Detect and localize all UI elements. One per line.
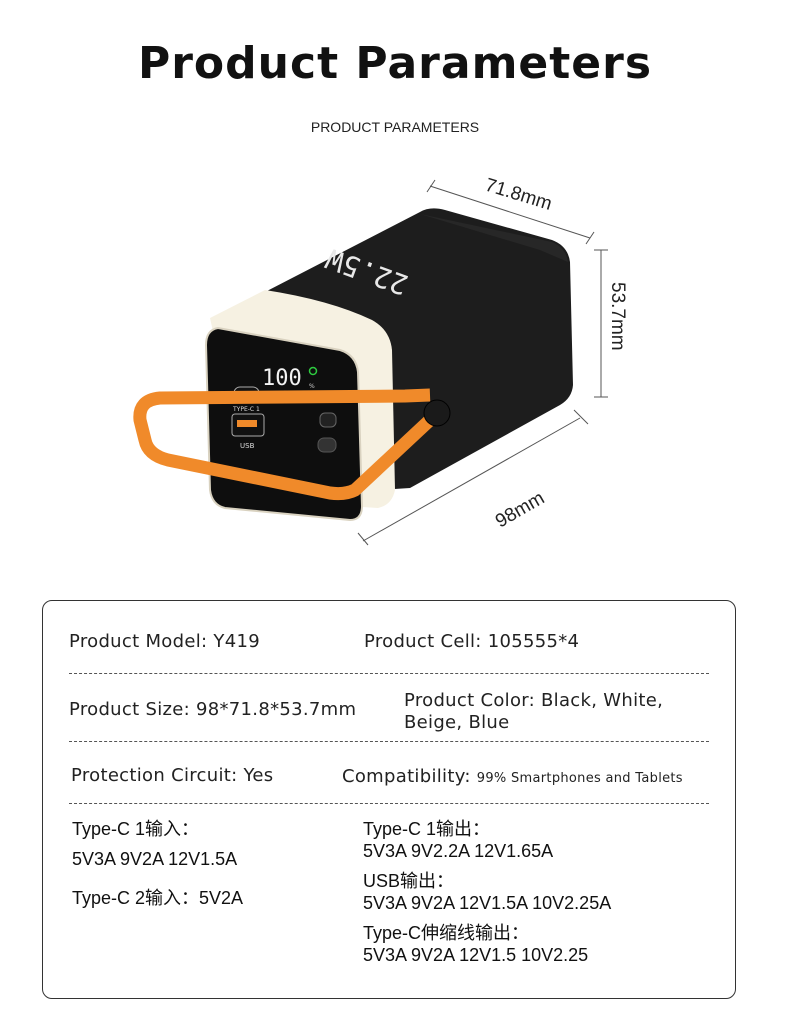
- charging-indicator-icon: [308, 366, 318, 376]
- dimension-length-label: 98mm: [492, 488, 548, 533]
- orange-handle: [133, 388, 435, 501]
- compat-value: 99% Smartphones and Tablets: [476, 771, 683, 786]
- battery-percent-display: 100: [262, 366, 302, 391]
- io-output-c1-values: 5V3A 9V2.2A 12V1.65A: [363, 841, 554, 861]
- spec-protection: Protection Circuit: Yes: [71, 765, 274, 786]
- page-subtitle: PRODUCT PARAMETERS: [310, 119, 480, 135]
- io-output-cable-values: 5V3A 9V2A 12V1.5 10V2.25: [363, 945, 589, 965]
- divider: [69, 741, 709, 742]
- io-input-c1-values: 5V3A 9V2A 12V1.5A: [72, 849, 238, 869]
- page-title: Product Parameters: [137, 38, 653, 89]
- divider: [69, 673, 709, 674]
- product-image: 71.8mm 53.7mm 98mm 22.5W 100 % TYPE-C 1 …: [0, 160, 790, 580]
- io-output-cable-label: Type-C伸缩线输出：: [363, 923, 530, 943]
- spec-size: Product Size: 98*71.8*53.7mm: [69, 699, 357, 720]
- dimension-width: [426, 179, 595, 245]
- spec-table: Product Model: Y419 Product Cell: 105555…: [42, 600, 736, 999]
- dimension-height: [594, 249, 608, 398]
- button-icon: [319, 412, 337, 428]
- dimension-width-label: 71.8mm: [483, 175, 555, 215]
- divider: [69, 803, 709, 804]
- percent-sign: %: [309, 383, 315, 390]
- handle-knob-icon: [423, 399, 451, 427]
- usb-label: USB: [240, 442, 255, 450]
- spec-compatibility: Compatibility: 99% Smartphones and Table…: [342, 766, 683, 787]
- spec-model: Product Model: Y419: [69, 631, 260, 652]
- spec-color-line1: Product Color: Black, White,: [404, 690, 664, 711]
- io-input-c1-label: Type-C 1输入：: [72, 819, 200, 839]
- button-icon: [317, 437, 337, 453]
- dimension-length: [357, 409, 589, 546]
- io-output-usb-label: USB输出：: [363, 871, 455, 891]
- type-c-label: TYPE-C 1: [232, 406, 260, 413]
- spec-cell: Product Cell: 105555*4: [364, 631, 580, 652]
- compat-label: Compatibility:: [342, 766, 471, 787]
- io-output-c1-label: Type-C 1输出：: [363, 819, 491, 839]
- io-input-c2: Type-C 2输入：5V2A: [72, 888, 244, 908]
- spec-color-line2: Beige, Blue: [404, 712, 510, 733]
- dimension-height-label: 53.7mm: [607, 282, 628, 351]
- io-output-usb-values: 5V3A 9V2A 12V1.5A 10V2.25A: [363, 893, 612, 913]
